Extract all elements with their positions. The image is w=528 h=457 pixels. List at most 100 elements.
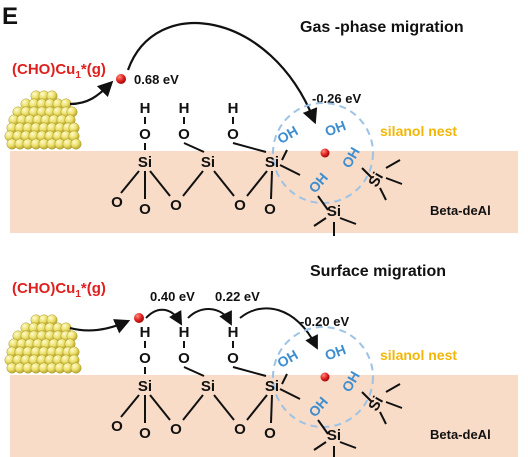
dangling-bond	[379, 187, 387, 201]
oxygen-atom: O	[264, 425, 276, 442]
silicon-atom: Si	[201, 154, 215, 171]
nest-label: silanol nest	[380, 347, 457, 363]
si-o-bond	[246, 394, 268, 421]
hydrogen-atom: H	[140, 100, 151, 117]
hydrogen-atom: H	[140, 324, 151, 341]
silicon-atom: Si	[138, 378, 152, 395]
silicon-atom: Si	[327, 203, 341, 220]
dangling-bond	[313, 441, 327, 451]
nest-hydroxyl: OH	[323, 341, 348, 363]
oxygen-atom: O	[264, 201, 276, 218]
dangling-bond	[385, 177, 403, 185]
energy-nest: -0.26 eV	[312, 91, 361, 106]
hop-arrow-2	[187, 308, 232, 326]
dangling-bond	[385, 383, 401, 393]
si-o-bond	[120, 170, 140, 194]
si-o-bond	[270, 394, 273, 424]
cu-atom	[70, 362, 82, 374]
energy-start: 0.68 eV	[134, 72, 179, 87]
oxygen-atom: O	[178, 350, 190, 367]
species-label: (CHO)Cu1*(g)	[12, 61, 106, 81]
cu-atom	[70, 138, 82, 150]
si-o-bond	[317, 195, 329, 211]
cu-cluster	[4, 90, 82, 150]
si-o-bond	[213, 170, 235, 197]
gas-phase-arrow	[126, 22, 318, 125]
nest-hydroxyl: OH	[274, 346, 300, 370]
oxygen-atom: O	[227, 126, 239, 143]
panel-title: Surface migration	[310, 263, 446, 280]
oxygen-atom: O	[139, 350, 151, 367]
dangling-bond	[339, 217, 357, 225]
energy-nest: -0.20 eV	[300, 314, 349, 329]
hydrogen-atom: H	[228, 324, 239, 341]
panel-title: Gas -phase migration	[300, 19, 464, 36]
oxygen-atom: O	[139, 201, 151, 218]
si-o-bond	[281, 149, 288, 161]
hydrogen-atom: H	[179, 324, 190, 341]
silicon-atom: Si	[265, 154, 279, 171]
silicon-atom: Si	[201, 378, 215, 395]
si-o-bond	[361, 391, 373, 403]
oxygen-atom: O	[227, 350, 239, 367]
panel-label: E	[2, 3, 18, 30]
si-o-bond	[246, 170, 268, 197]
si-o-bond	[279, 164, 301, 176]
si-o-bond	[149, 170, 171, 197]
support-surface	[10, 151, 518, 233]
adsorbate-atom	[116, 74, 126, 84]
si-o-bond	[149, 394, 171, 421]
energy-hop1: 0.40 eV	[150, 289, 195, 304]
nest-adsorbate	[320, 372, 330, 382]
oxygen-atom: O	[139, 126, 151, 143]
silicon-atom: Si	[138, 154, 152, 171]
dangling-bond	[385, 159, 401, 169]
si-o-bond	[120, 394, 140, 418]
nest-adsorbate	[320, 148, 330, 158]
nest-hydroxyl: OH	[323, 117, 348, 139]
o-si-bond	[183, 366, 205, 377]
oxygen-atom: O	[111, 194, 123, 211]
si-o-bond	[182, 394, 204, 421]
surface-panel: Surface migration (CHO)Cu1*(g) 0.40 eV 0…	[4, 263, 518, 457]
desorption-arrow	[69, 80, 114, 106]
dangling-bond	[379, 411, 387, 425]
species-label: (CHO)Cu1*(g)	[12, 280, 106, 300]
dangling-bond	[313, 217, 327, 227]
o-si-bond	[232, 142, 267, 153]
si-o-bond	[361, 167, 373, 179]
adsorbate-atom	[134, 313, 144, 323]
support-label: Beta-deAl	[430, 203, 491, 218]
support-label: Beta-deAl	[430, 427, 491, 442]
hop-arrow-1	[145, 308, 183, 326]
si-o-bond	[281, 373, 288, 385]
o-si-bond	[232, 366, 267, 377]
oxygen-atom: O	[111, 418, 123, 435]
adsorption-arrow	[69, 319, 131, 334]
oxygen-atom: O	[139, 425, 151, 442]
oxygen-atom: O	[178, 126, 190, 143]
silicon-atom: Si	[265, 378, 279, 395]
cu-cluster	[4, 314, 82, 374]
nest-label: silanol nest	[380, 123, 457, 139]
dangling-bond	[339, 441, 357, 449]
gas-phase-panel: Gas -phase migration (CHO)Cu1*(g) 0.68 e…	[4, 19, 518, 236]
si-o-bond	[279, 388, 301, 400]
hydrogen-atom: H	[179, 100, 190, 117]
dangling-bond	[385, 401, 403, 409]
o-si-bond	[183, 142, 205, 153]
support-surface	[10, 375, 518, 457]
hydrogen-atom: H	[228, 100, 239, 117]
si-o-bond	[270, 170, 273, 200]
energy-hop2: 0.22 eV	[215, 289, 260, 304]
hop-arrow-3	[239, 307, 318, 350]
silicon-atom: Si	[327, 427, 341, 444]
nest-hydroxyl: OH	[274, 122, 300, 146]
bridging-oxygen: O	[170, 197, 182, 214]
si-o-bond	[317, 419, 329, 435]
bridging-oxygen: O	[234, 421, 246, 438]
bridging-oxygen: O	[234, 197, 246, 214]
bridging-oxygen: O	[170, 421, 182, 438]
si-o-bond	[182, 170, 204, 197]
